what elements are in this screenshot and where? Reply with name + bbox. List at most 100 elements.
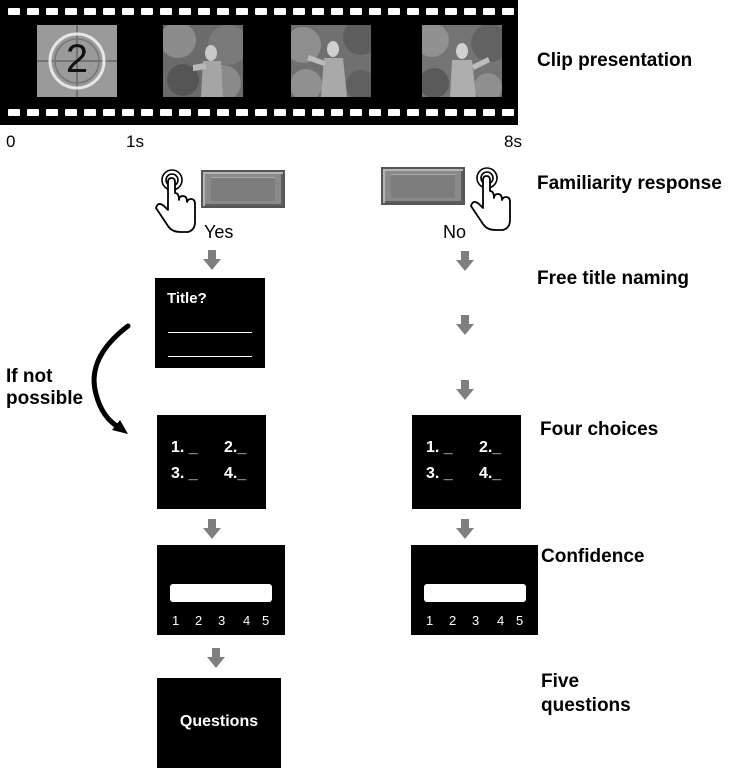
fallback-curved-arrow (91, 323, 131, 434)
choice-1: 1. _ (171, 439, 198, 456)
title-entry-screen: Title? (155, 278, 265, 368)
film-perforation (350, 109, 362, 116)
film-perforation (141, 109, 153, 116)
down-arrow-icon (203, 250, 221, 270)
film-perforation (160, 8, 172, 15)
down-arrow-icon (207, 648, 225, 668)
no-button[interactable] (381, 167, 465, 205)
time-label-8s: 8s (504, 132, 522, 151)
choice-2: 2._ (479, 439, 502, 456)
film-perforation (464, 8, 476, 15)
film-perforation (198, 8, 210, 15)
choice-3: 3. _ (171, 465, 198, 482)
film-perforation (236, 109, 248, 116)
film-perforation (445, 8, 457, 15)
confidence-scale-number: 5 (262, 613, 270, 628)
film-perforation (312, 8, 324, 15)
confidence-scale-bar (424, 584, 526, 602)
film-perforation (65, 109, 77, 116)
free-title-naming-label: Free title naming (537, 268, 690, 289)
film-perforation (426, 109, 438, 116)
film-perforation (179, 8, 191, 15)
film-perforation (331, 8, 343, 15)
film-perforation (483, 8, 495, 15)
film-perforation (8, 109, 20, 116)
pointing-hand-icon (470, 167, 511, 231)
choice-4: 4._ (479, 465, 502, 482)
film-perforation (293, 8, 305, 15)
film-perforation (217, 8, 229, 15)
film-perforation (388, 8, 400, 15)
confidence-scale-number: 2 (195, 613, 203, 628)
film-perforation (502, 8, 514, 15)
confidence-label: Confidence (541, 546, 645, 567)
confidence-scale-number: 4 (243, 613, 251, 628)
film-perforation (350, 8, 362, 15)
countdown-digit: 2 (65, 37, 89, 81)
film-perforation (65, 8, 77, 15)
down-arrow-icon (456, 251, 474, 271)
film-perforation (27, 109, 39, 116)
choice-2: 2._ (224, 439, 247, 456)
film-perforation (426, 8, 438, 15)
choice-4: 4._ (224, 465, 247, 482)
five-questions-label-line: questions (541, 695, 631, 716)
film-perforation (27, 8, 39, 15)
film-perforation (103, 109, 115, 116)
clip-presentation-label: Clip presentation (537, 50, 693, 71)
film-perforation (293, 109, 305, 116)
film-strip: 2 (0, 0, 518, 125)
four-choices-label: Four choices (540, 419, 659, 440)
film-perforation (369, 8, 381, 15)
time-label-1s: 1s (126, 132, 144, 151)
fallback-label-line: If not (6, 366, 53, 387)
familiarity-response-label: Familiarity response (537, 173, 722, 194)
questions-screen-text: Questions (179, 713, 259, 730)
film-perforation (141, 8, 153, 15)
confidence-scale-number: 3 (472, 613, 480, 628)
confidence-scale-number: 4 (497, 613, 505, 628)
time-label-0: 0 (6, 132, 16, 151)
film-perforation (217, 109, 229, 116)
yes-button[interactable] (201, 170, 285, 208)
down-arrow-icon (456, 519, 474, 539)
confidence-scale-number: 5 (516, 613, 524, 628)
five-questions-label-line: Five (541, 671, 580, 692)
title-answer-line (168, 332, 252, 333)
fallback-label-line: possible (6, 388, 84, 409)
clip-frame-2 (291, 25, 371, 97)
confidence-screen-yes: 1 2 3 4 5 (157, 545, 285, 635)
film-perforation (84, 8, 96, 15)
confidence-scale-number: 3 (218, 613, 226, 628)
film-perforation (179, 109, 191, 116)
film-perforation (502, 109, 514, 116)
film-perforation (236, 8, 248, 15)
film-perforation (483, 109, 495, 116)
film-perforation (46, 8, 58, 15)
film-perforation (369, 109, 381, 116)
film-perforation (122, 8, 134, 15)
confidence-scale-number: 1 (426, 613, 434, 628)
title-answer-line (168, 356, 252, 357)
down-arrow-icon (203, 519, 221, 539)
film-perforation (274, 8, 286, 15)
questions-screen: Questions (157, 678, 281, 768)
down-arrow-icon (456, 315, 474, 335)
film-perforation (122, 109, 134, 116)
film-perforation (198, 109, 210, 116)
countdown-frame: 2 (37, 25, 117, 97)
no-label: No (443, 222, 467, 242)
down-arrow-icon (456, 380, 474, 400)
film-perforation (464, 109, 476, 116)
film-perforation (407, 8, 419, 15)
four-choices-screen-no: 1. _ 2._ 3. _ 4._ (412, 415, 521, 509)
fallback-label: If not possible (6, 366, 83, 410)
film-perforation (46, 109, 58, 116)
film-perforation (255, 8, 267, 15)
four-choices-screen-yes: 1. _ 2._ 3. _ 4._ (157, 415, 266, 509)
film-perforation (407, 109, 419, 116)
choice-1: 1. _ (426, 439, 453, 456)
film-perforation (445, 109, 457, 116)
confidence-screen-no: 1 2 3 4 5 (411, 545, 538, 635)
choice-3: 3. _ (426, 465, 453, 482)
